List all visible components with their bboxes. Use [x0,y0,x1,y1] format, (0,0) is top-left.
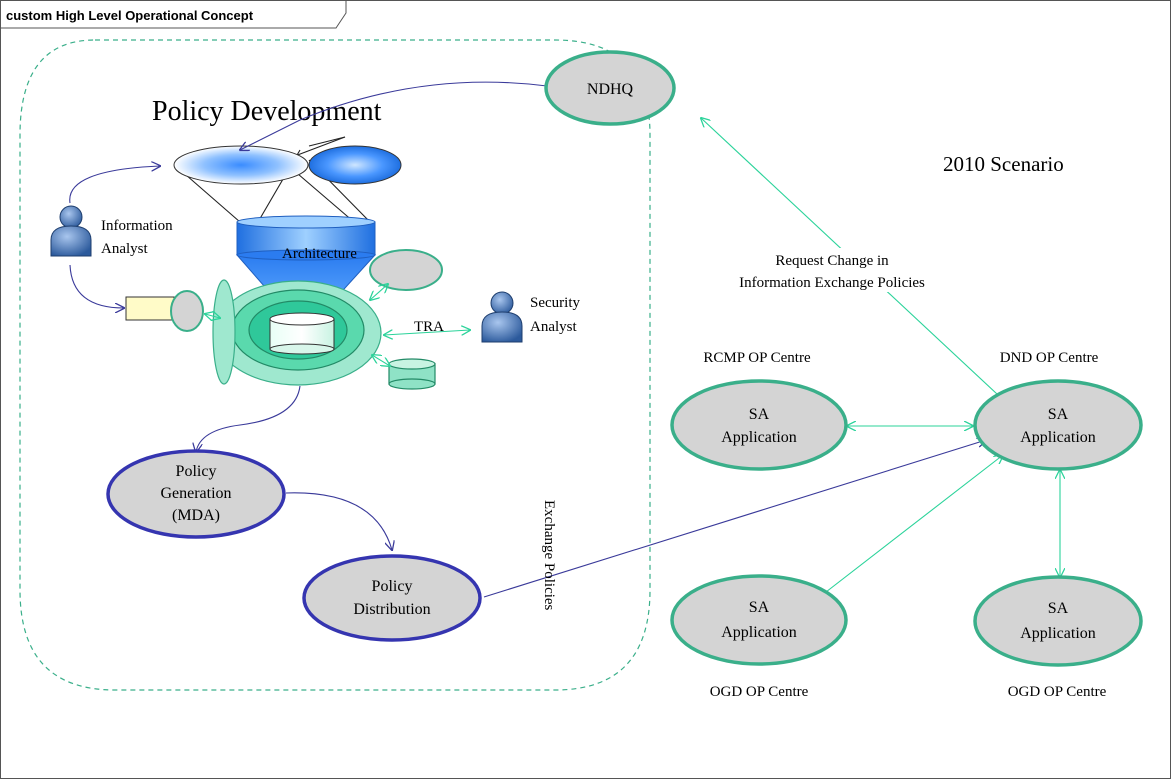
input-document [125,296,175,321]
flow-platform-to-generation [196,385,301,452]
request-label-line2: Information Exchange Policies [739,275,925,291]
policy-generation-line3: (MDA) [172,507,220,524]
model-disc-left [173,145,309,185]
flow-ndhq-to-model [240,81,548,150]
arch-line [308,136,346,147]
architecture-cylinder-bottom [236,249,376,261]
security-analyst-line2: Analyst [530,319,577,335]
flow-distribution-to-dnd [483,440,986,598]
sa-dnd-line1: SA [1048,406,1069,423]
user-icon-body [481,311,523,343]
sa-dnd-node[interactable]: SA Application [973,379,1143,471]
security-analyst-actor: Security Analyst [481,291,580,343]
ndhq-node[interactable]: NDHQ [544,50,676,126]
sa-rcmp-line2: Application [721,429,797,446]
external-node [369,249,443,291]
inner-repository-bottom [269,343,335,355]
input-node [170,290,204,332]
rcmp-centre-label: RCMP OP Centre [703,350,811,366]
architecture-cluster: Architecture TRA [125,136,470,390]
policy-development-title: Policy Development [152,96,382,127]
architecture-label: Architecture [282,246,357,262]
policy-generation-line2: Generation [160,485,231,502]
sa-ogd-node-1[interactable]: SA Application [670,574,848,666]
request-label-bg [710,248,954,292]
ogd-centre-label-2: OGD OP Centre [1008,684,1107,700]
policy-generation-node[interactable]: Policy Generation (MDA) [106,449,286,539]
model-disc-right [308,145,402,185]
policy-generation-line1: Policy [176,463,217,480]
flow-ogd1-to-dnd [825,455,1003,593]
inner-repository-top [269,312,335,326]
flow-analyst-to-input [69,264,124,308]
sa-rcmp-node[interactable]: SA Application [670,379,848,471]
policy-generation-shape[interactable] [106,449,286,539]
link-platform-security [384,330,470,335]
sa-ogd-1-line1: SA [749,599,770,616]
policy-distribution-shape[interactable] [302,554,482,642]
request-label-line1: Request Change in [775,253,889,269]
policy-distribution-node[interactable]: Policy Distribution [302,554,482,642]
link-input-platform [205,314,220,318]
security-analyst-line1: Security [530,295,580,311]
link-platform-external [370,284,388,300]
exchange-policies-label: Exchange Policies [541,500,557,611]
sa-ogd-shape-1[interactable] [670,574,848,666]
sa-ogd-2-line1: SA [1048,600,1069,617]
information-analyst-line2: Analyst [101,241,148,257]
flow-analyst-to-model [69,166,160,204]
interface-lens [212,279,236,385]
information-analyst-actor: Information Analyst [50,205,173,257]
policy-distribution-line2: Distribution [353,601,430,618]
user-icon [59,205,83,229]
ndhq-shape[interactable] [544,50,676,126]
sa-ogd-shape-2[interactable] [973,575,1143,667]
frame-title: custom High Level Operational Concept [6,8,254,23]
sa-dnd-line2: Application [1020,429,1096,446]
data-store-bottom [388,378,436,390]
policy-distribution-line1: Policy [372,578,413,595]
information-analyst-line1: Information [101,218,173,234]
user-icon-body [50,225,92,257]
scenario-label: 2010 Scenario [943,152,1064,176]
user-icon [490,291,514,315]
sa-dnd-shape[interactable] [973,379,1143,471]
tra-label: TRA [414,319,444,335]
sa-ogd-1-line2: Application [721,624,797,641]
sa-rcmp-line1: SA [749,406,770,423]
flow-generation-to-distribution [285,492,392,550]
frame-tab [0,0,347,29]
architecture-cylinder-top [236,215,376,229]
ogd-centre-label-1: OGD OP Centre [710,684,809,700]
sa-ogd-2-line2: Application [1020,625,1096,642]
ndhq-label: NDHQ [587,81,634,98]
data-store-top [388,358,436,370]
link-platform-store [372,355,390,366]
sa-ogd-node-2[interactable]: SA Application [973,575,1143,667]
dnd-centre-label: DND OP Centre [1000,350,1099,366]
sa-rcmp-shape[interactable] [670,379,848,471]
